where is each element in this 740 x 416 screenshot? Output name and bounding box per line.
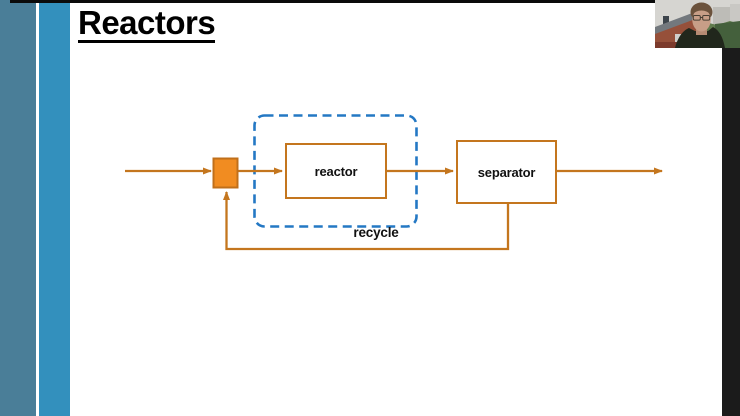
webcam-far-building-light <box>730 4 740 25</box>
webcam-scene <box>655 0 740 48</box>
separator-label: separator <box>477 164 536 180</box>
separator-box: separator <box>456 140 557 204</box>
presenter-fringe <box>691 6 712 15</box>
slide-title: Reactors <box>78 4 216 43</box>
presenter-torso <box>675 27 725 48</box>
presenter-webcam <box>655 0 740 48</box>
stream-lines <box>125 167 663 251</box>
presenter-glasses <box>692 15 711 21</box>
slide-accent-bar-dark <box>0 0 36 416</box>
webcam-brick-base <box>655 42 681 48</box>
mixer-block <box>212 157 239 189</box>
webcam-roof <box>655 12 698 34</box>
video-right-letterbox <box>722 0 740 416</box>
presenter-face <box>692 8 711 32</box>
slide-accent-bar-light <box>39 0 70 416</box>
webcam-door <box>675 34 681 43</box>
presenter <box>675 2 725 48</box>
recycle-label: recycle <box>353 225 399 240</box>
reactor-label: reactor <box>314 163 358 179</box>
reactor-box: reactor <box>285 143 387 199</box>
webcam-chimney <box>663 16 669 25</box>
recycle-stream-arrow <box>223 191 510 251</box>
video-top-letterbox <box>10 0 740 3</box>
